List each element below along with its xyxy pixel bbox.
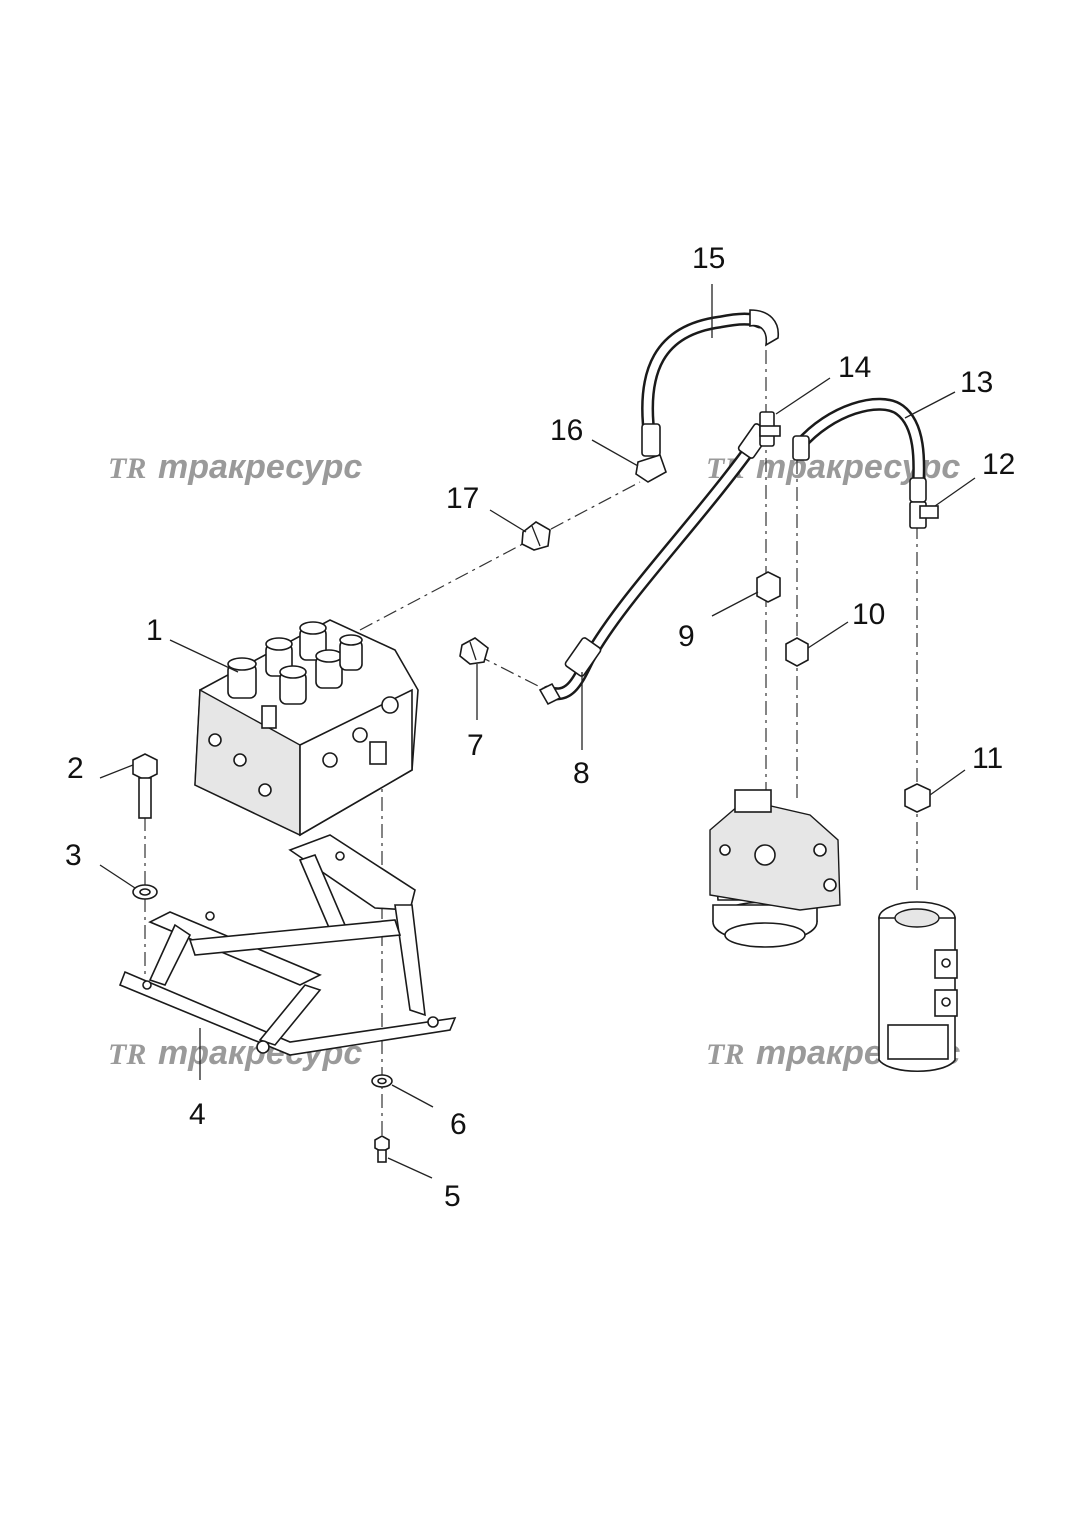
- watermark-logo: TR: [706, 1038, 744, 1071]
- callout-2: 2: [67, 752, 84, 785]
- callout-1: 1: [146, 614, 163, 647]
- watermark-text: трак­ресурс: [756, 448, 960, 486]
- callout-8: 8: [573, 757, 590, 790]
- callout-17: 17: [446, 482, 479, 515]
- bolt-icon: [132, 753, 158, 819]
- watermark-logo: TR: [108, 452, 146, 485]
- callout-10: 10: [852, 598, 885, 631]
- mounting-frame-icon: [118, 834, 457, 1056]
- callout-7: 7: [467, 729, 484, 762]
- callout-3: 3: [65, 839, 82, 872]
- callout-labels: 1 2 3 4 5 6 7 8 9 10 11 12 13 14 15 16 1…: [65, 242, 1015, 1213]
- hydraulic-hose-icon: [641, 309, 779, 457]
- leader-2: [99, 764, 134, 779]
- callout-13: 13: [960, 366, 993, 399]
- leader-13: [904, 391, 956, 419]
- callout-4: 4: [189, 1098, 206, 1131]
- swivel-joint-icon: [878, 901, 958, 1073]
- callout-16: 16: [550, 414, 583, 447]
- control-valve-icon: [194, 619, 419, 837]
- callout-12: 12: [982, 448, 1015, 481]
- leader-lines: [99, 284, 976, 1179]
- callout-15: 15: [692, 242, 725, 275]
- callout-6: 6: [450, 1108, 467, 1141]
- callout-9: 9: [678, 620, 695, 653]
- hydraulic-hose-icon: [792, 397, 927, 503]
- fitting-icon: [459, 637, 489, 665]
- assembly-line-valve-fitting: [359, 481, 641, 631]
- adapter-icon: [521, 521, 551, 551]
- fitting-icon: [756, 571, 781, 603]
- leader-3: [99, 864, 136, 889]
- leader-12: [934, 477, 976, 507]
- callout-14: 14: [838, 351, 871, 384]
- bolt-icon: [374, 1135, 390, 1163]
- callout-11: 11: [972, 742, 1003, 775]
- leader-6: [391, 1084, 434, 1108]
- elbow-fitting-icon: [635, 454, 667, 483]
- watermark-top-left: TR трак­ресурс: [108, 448, 362, 486]
- leader-5: [387, 1157, 433, 1179]
- tee-fitting-icon: [759, 411, 781, 447]
- leader-9: [711, 591, 759, 617]
- fitting-icon: [904, 783, 931, 813]
- leader-14: [775, 377, 831, 415]
- washer-icon: [371, 1074, 393, 1088]
- watermark-text: трак­ресурс: [158, 448, 362, 486]
- swing-motor-icon: [709, 789, 841, 948]
- leader-1: [169, 639, 239, 673]
- washer-icon: [132, 884, 158, 900]
- watermark-logo: TR: [108, 1038, 146, 1071]
- leader-17: [489, 509, 527, 533]
- assembly-line-fitting7: [476, 654, 551, 693]
- fitting-icon: [785, 637, 809, 667]
- tee-fitting-icon: [909, 501, 939, 529]
- leader-11: [929, 769, 966, 796]
- leader-10: [807, 621, 849, 649]
- callout-5: 5: [444, 1180, 461, 1213]
- leader-16: [591, 439, 639, 467]
